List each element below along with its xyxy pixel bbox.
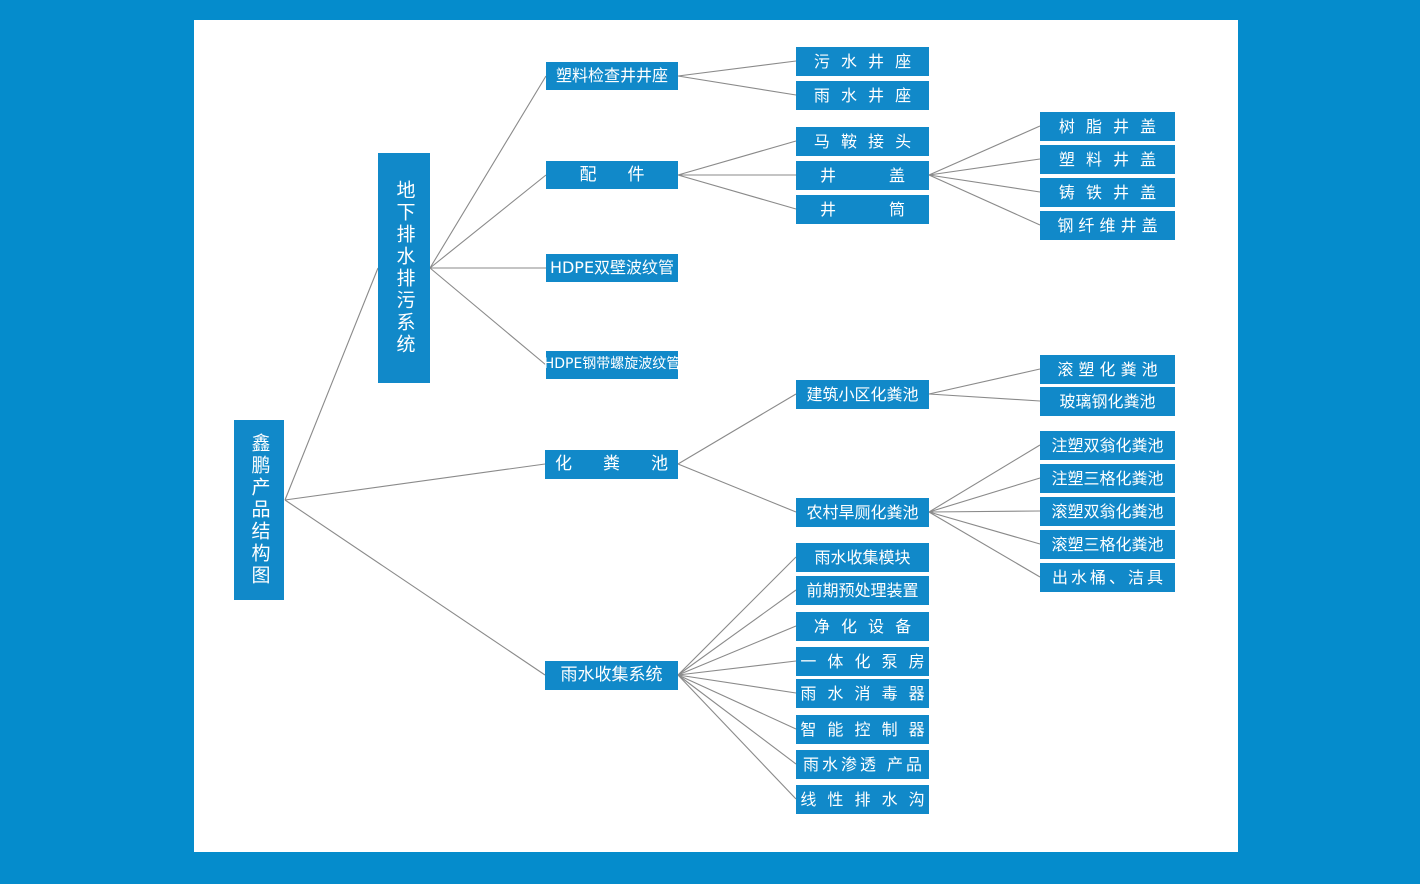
node-outlet-bucket-sanitary-ware[interactable]: 出水桶、洁具 — [1040, 563, 1175, 592]
node-rainwater-infiltration-product[interactable]: 雨水渗透 产品 — [796, 750, 929, 779]
node-smart-controller[interactable]: 智 能 控 制 器 — [796, 715, 929, 744]
node-pretreatment-device[interactable]: 前期预处理装置 — [796, 576, 929, 605]
node-resin-manhole-cover[interactable]: 树 脂 井 盖 — [1040, 112, 1175, 141]
node-well-shaft[interactable]: 井 筒 — [796, 195, 929, 224]
node-injection-three-compartment-septic-tank[interactable]: 注塑三格化粪池 — [1040, 464, 1175, 493]
node-root[interactable]: 鑫鹏产品结构图 — [234, 420, 284, 600]
node-rotomolded-septic-tank[interactable]: 滚 塑 化 粪 池 — [1040, 355, 1175, 384]
node-cast-iron-manhole-cover[interactable]: 铸 铁 井 盖 — [1040, 178, 1175, 207]
node-rotomolded-three-compartment-septic-tank[interactable]: 滚塑三格化粪池 — [1040, 530, 1175, 559]
node-injection-double-chamber-septic-tank[interactable]: 注塑双翁化粪池 — [1040, 431, 1175, 460]
node-septic-tank[interactable]: 化 粪 池 — [545, 450, 678, 479]
node-saddle-joint[interactable]: 马 鞍 接 头 — [796, 127, 929, 156]
node-steel-fiber-manhole-cover[interactable]: 钢 纤 维 井 盖 — [1040, 211, 1175, 240]
node-plastic-manhole-cover[interactable]: 塑 料 井 盖 — [1040, 145, 1175, 174]
node-hdpe-double-wall-corrugated-pipe[interactable]: HDPE双壁波纹管 — [546, 254, 678, 282]
node-rainwater-disinfector[interactable]: 雨 水 消 毒 器 — [796, 679, 929, 708]
node-rainwater-system[interactable]: 雨水收集系统 — [545, 661, 678, 690]
node-drainage-system[interactable]: 地下排水排污系统 — [378, 153, 430, 383]
node-sewage-well-base[interactable]: 污 水 井 座 — [796, 47, 929, 76]
node-hdpe-steel-belt-spiral-pipe[interactable]: HDPE钢带螺旋波纹管 — [544, 351, 680, 379]
node-purification-equipment[interactable]: 净 化 设 备 — [796, 612, 929, 641]
node-rural-toilet-septic-tank[interactable]: 农村旱厕化粪池 — [796, 498, 929, 527]
node-fittings[interactable]: 配 件 — [546, 161, 678, 189]
node-community-septic-tank[interactable]: 建筑小区化粪池 — [796, 380, 929, 409]
node-rotomolded-double-chamber-septic-tank[interactable]: 滚塑双翁化粪池 — [1040, 497, 1175, 526]
node-integrated-pump-house[interactable]: 一 体 化 泵 房 — [796, 647, 929, 676]
node-rainwater-collection-module[interactable]: 雨水收集模块 — [796, 543, 929, 572]
node-manhole-cover[interactable]: 井 盖 — [796, 161, 929, 190]
node-rainwater-well-base[interactable]: 雨 水 井 座 — [796, 81, 929, 110]
node-frp-septic-tank[interactable]: 玻璃钢化粪池 — [1040, 387, 1175, 416]
node-plastic-inspection-well-base[interactable]: 塑料检查井井座 — [546, 62, 678, 90]
node-linear-drainage-channel[interactable]: 线 性 排 水 沟 — [796, 785, 929, 814]
